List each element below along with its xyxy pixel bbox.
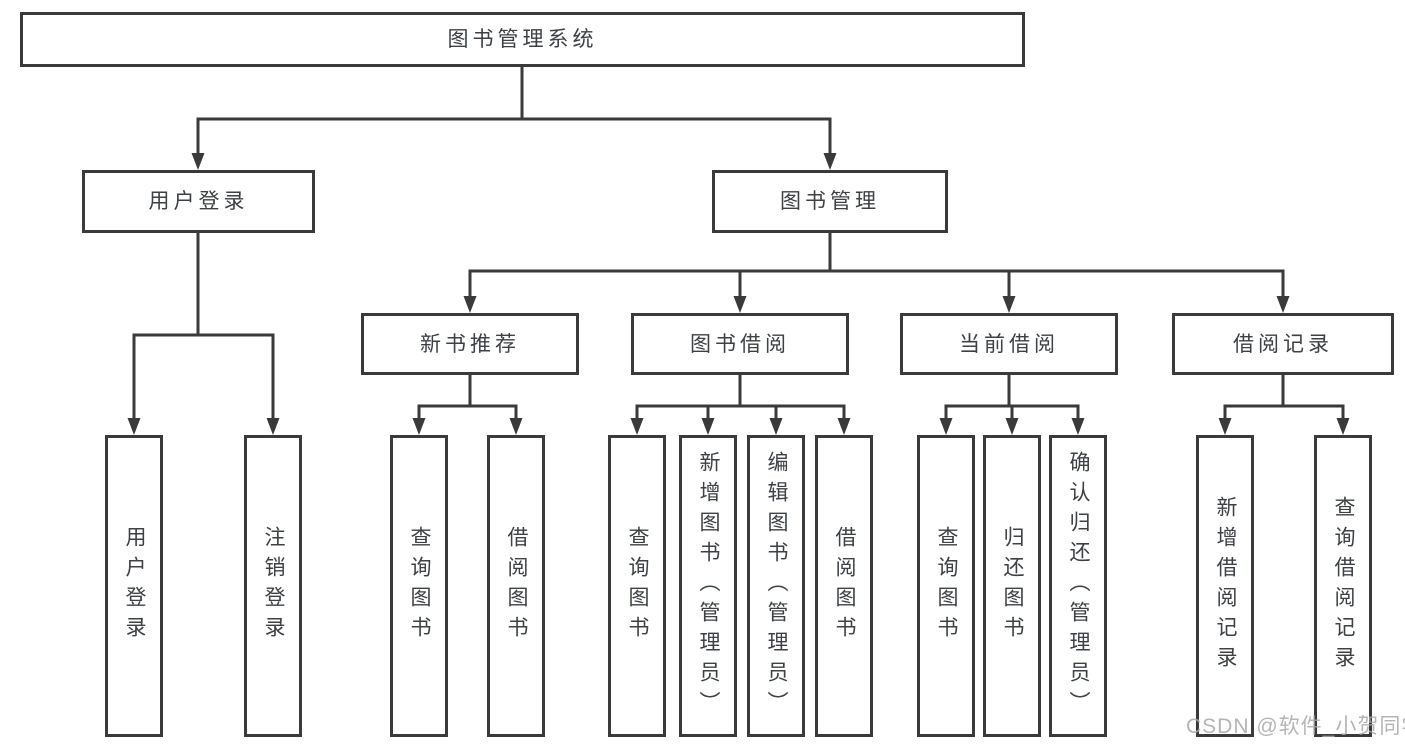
leaf-confirm-return-admin: 确认归还（管理员）: [1049, 435, 1107, 737]
leaf-add-book-admin: 新增图书（管理员）: [679, 435, 737, 737]
leaf-add-book-admin-label: 新增图书（管理员）: [697, 451, 721, 721]
leaf-add-borrow-record: 新增借阅记录: [1196, 435, 1254, 737]
leaf-return-book: 归还图书: [983, 435, 1041, 737]
leaf-borrow-book-label: 借阅图书: [833, 526, 857, 646]
leaf-query-borrow-record-label: 查询借阅记录: [1332, 496, 1356, 676]
node-book-borrowing-label: 图书借阅: [690, 332, 790, 356]
leaf-query-borrow-record: 查询借阅记录: [1314, 435, 1372, 737]
leaf-return-book-label: 归还图书: [1001, 526, 1025, 646]
leaf-recommend-query-book-label: 查询图书: [408, 526, 432, 646]
leaf-current-query-book-label: 查询图书: [935, 526, 959, 646]
node-borrowing-records: 借阅记录: [1172, 313, 1394, 375]
leaf-borrow-book: 借阅图书: [815, 435, 873, 737]
leaf-add-borrow-record-label: 新增借阅记录: [1214, 496, 1238, 676]
leaf-current-query-book: 查询图书: [917, 435, 975, 737]
node-current-borrowing-label: 当前借阅: [959, 332, 1059, 356]
node-root-label: 图书管理系统: [447, 28, 598, 51]
node-user-login: 用户登录: [82, 170, 315, 233]
node-book-borrowing: 图书借阅: [631, 313, 849, 375]
node-book-management-label: 图书管理: [780, 190, 880, 213]
node-book-management: 图书管理: [712, 170, 948, 233]
node-new-book-recommend: 新书推荐: [361, 313, 579, 375]
leaf-edit-book-admin-label: 编辑图书（管理员）: [765, 451, 789, 721]
node-user-login-label: 用户登录: [148, 190, 249, 213]
leaf-borrowing-query-book-label: 查询图书: [626, 526, 650, 646]
node-new-book-recommend-label: 新书推荐: [420, 332, 520, 356]
leaf-confirm-return-admin-label: 确认归还（管理员）: [1067, 451, 1091, 721]
leaf-recommend-borrow-book: 借阅图书: [487, 435, 545, 737]
leaf-edit-book-admin: 编辑图书（管理员）: [747, 435, 805, 737]
arrowheads: [127, 153, 1350, 435]
leaf-user-login-label: 用户登录: [123, 526, 147, 646]
node-root: 图书管理系统: [20, 12, 1025, 67]
leaf-user-login: 用户登录: [105, 435, 163, 737]
leaf-recommend-query-book: 查询图书: [390, 435, 448, 737]
leaf-logout: 注销登录: [244, 435, 302, 737]
node-current-borrowing: 当前借阅: [900, 313, 1118, 375]
node-borrowing-records-label: 借阅记录: [1233, 332, 1333, 356]
csdn-watermark: CSDN @软件_小贺同学: [1186, 715, 1405, 738]
leaf-recommend-borrow-book-label: 借阅图书: [505, 526, 529, 646]
leaf-borrowing-query-book: 查询图书: [608, 435, 666, 737]
leaf-logout-label: 注销登录: [262, 526, 286, 646]
